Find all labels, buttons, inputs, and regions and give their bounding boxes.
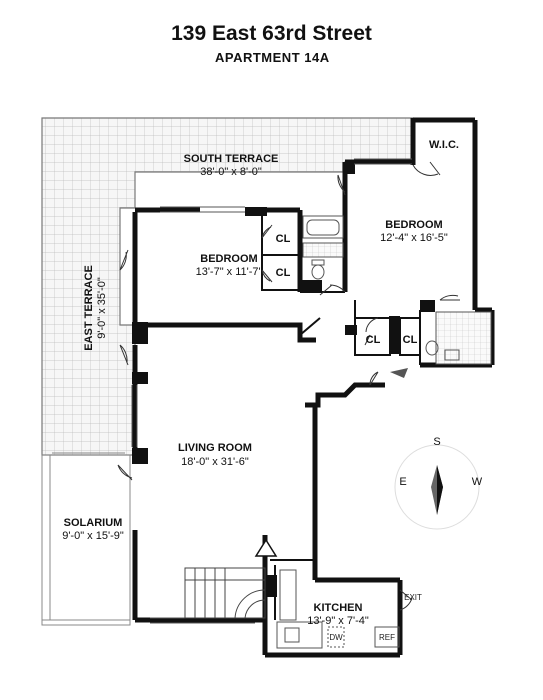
kitchen-fixtures — [276, 569, 400, 649]
plan-title: 139 East 63rd Street — [171, 22, 372, 45]
south-terrace-label: SOUTH TERRACE — [184, 153, 279, 165]
terrace-area — [41, 117, 414, 626]
plan-subtitle: APARTMENT 14A — [215, 50, 330, 65]
living-room-dims: 18'-0" x 31'-6" — [181, 456, 249, 468]
compass-s-label: S — [433, 436, 440, 448]
interior-walls — [261, 215, 421, 620]
compass-icon — [394, 444, 480, 530]
bedroom-1-dims: 13'-7" x 11'-7" — [196, 266, 263, 278]
wic-label: W.I.C. — [429, 139, 459, 151]
kitchen-label: KITCHEN — [314, 602, 363, 614]
entry-arrow-icon — [390, 368, 408, 378]
solarium-label: SOLARIUM — [64, 517, 123, 529]
south-terrace-dims: 38'-0" x 8'-0" — [200, 166, 262, 178]
solarium-area — [42, 452, 130, 621]
dishwasher-label: DW — [329, 633, 343, 642]
closet-label: CL — [276, 267, 291, 279]
bedroom-1-label: BEDROOM — [200, 253, 257, 265]
bathroom-fixtures — [302, 215, 492, 365]
closet-label: CL — [403, 334, 418, 346]
compass-w-label: W — [472, 476, 483, 488]
bedroom-2-label: BEDROOM — [385, 219, 442, 231]
kitchen-dims: 13'-9" x 7'-4" — [307, 615, 369, 627]
closet-label: CL — [276, 233, 291, 245]
closet-label: CL — [366, 334, 381, 346]
exit-label: EXIT — [404, 593, 422, 602]
entry-door-marker-icon — [254, 538, 278, 557]
doors — [117, 161, 460, 611]
east-terrace-dims: 9'-0" x 35'-0" — [96, 277, 108, 339]
compass-e-label: E — [399, 476, 406, 488]
refrigerator-label: REF — [379, 633, 395, 642]
walls — [132, 117, 495, 658]
east-terrace-label: EAST TERRACE — [83, 265, 95, 351]
solarium-dims: 9'-0" x 15'-9" — [62, 530, 124, 542]
bedroom-2-dims: 12'-4" x 16'-5" — [380, 232, 448, 244]
stair — [184, 567, 266, 619]
living-room-label: LIVING ROOM — [178, 442, 252, 454]
